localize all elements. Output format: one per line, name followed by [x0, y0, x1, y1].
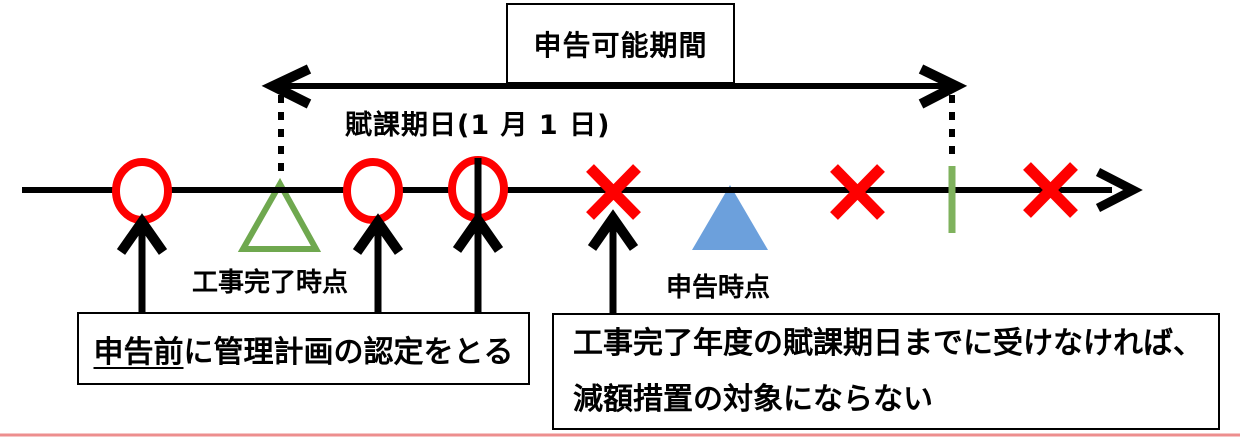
- pointer-arrow-3-through-circle: [452, 158, 504, 312]
- ng-x-marker-1-icon: [586, 164, 641, 220]
- declaration-point-triangle-icon: [692, 185, 768, 250]
- right-note-box: 工事完了年度の賦課期日までに受けなければ、 減額措置の対象にならない: [552, 313, 1220, 430]
- pointer-arrow-4: [587, 209, 639, 313]
- left-note-underlined-text: 申告前: [93, 334, 184, 370]
- pointer-arrow-1: [116, 213, 168, 312]
- declaration-period-title-box: 申告可能期間: [506, 3, 735, 84]
- declaration-point-label: 申告時点: [666, 273, 771, 303]
- left-note-text: 申告前に管理計画の認定をとる: [94, 327, 514, 371]
- declaration-period-title: 申告可能期間: [533, 28, 708, 62]
- timeline-arrowhead-icon: [1095, 167, 1143, 213]
- construction-complete-triangle-icon: [237, 177, 322, 252]
- assessment-date-label: 賦課期日(1 月 1 日): [345, 110, 611, 141]
- ng-x-marker-2-icon: [830, 164, 885, 220]
- right-note-line1: 工事完了年度の賦課期日までに受けなければ、: [573, 325, 1203, 361]
- ok-circle-marker-1-icon: [112, 158, 172, 224]
- construction-complete-label: 工事完了時点: [192, 268, 349, 298]
- left-note-rest-text: に管理計画の認定をとる: [183, 334, 514, 370]
- declaration-period-arrow: [261, 64, 968, 109]
- left-note-box: 申告前に管理計画の認定をとる: [77, 312, 530, 385]
- right-note-line2: 減額措置の対象にならない: [573, 381, 933, 417]
- pointer-arrow-2: [352, 213, 404, 312]
- ok-circle-marker-2-icon: [343, 158, 403, 224]
- ng-x-marker-3-icon: [1023, 162, 1078, 218]
